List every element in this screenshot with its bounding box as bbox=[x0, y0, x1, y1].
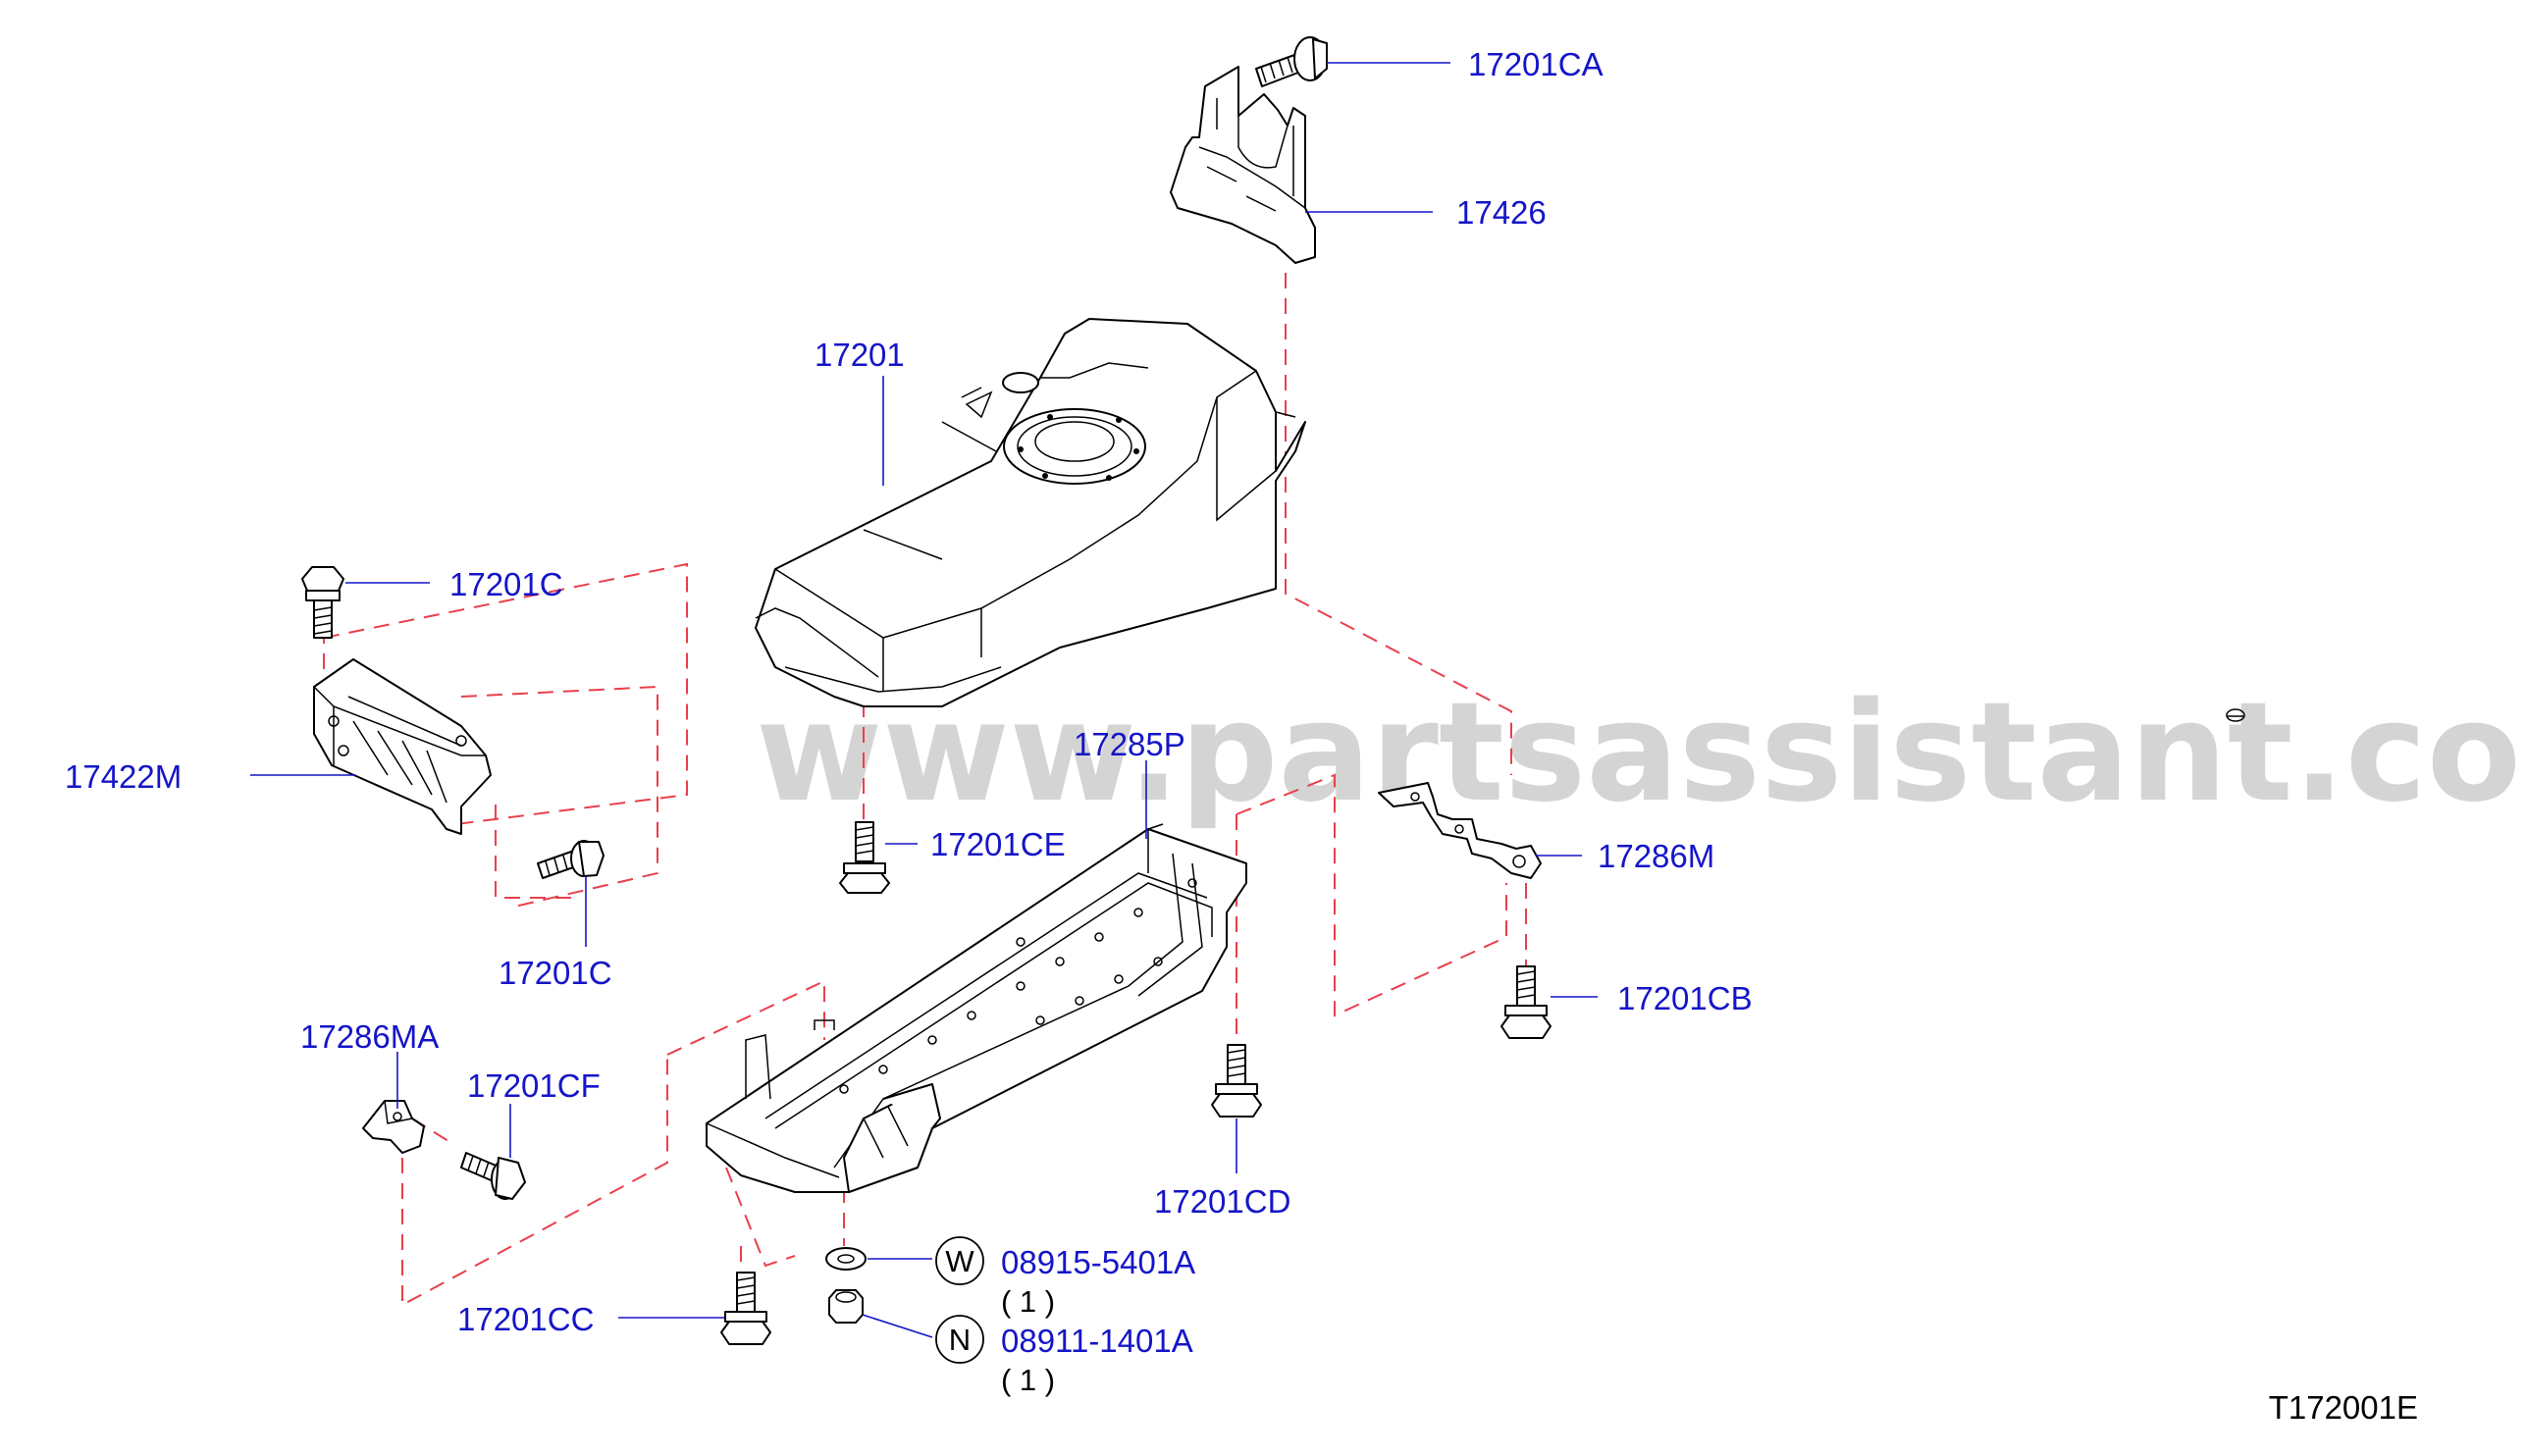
washer-08915-drawing bbox=[825, 1247, 867, 1271]
label-17201CA[interactable]: 17201CA bbox=[1468, 46, 1604, 82]
bolt-17201CD-drawing bbox=[1211, 1044, 1262, 1118]
symbol-circle-n bbox=[935, 1315, 984, 1364]
part-labels: 17201CA 17426 17201 17201C 17422M 17201C… bbox=[65, 46, 2418, 1426]
dash-17285P-right bbox=[1236, 773, 1507, 1017]
label-17286MA[interactable]: 17286MA bbox=[300, 1018, 439, 1055]
leader-08911 bbox=[862, 1314, 933, 1338]
symbol-w: W bbox=[945, 1244, 974, 1278]
qty-08911: ( 1 ) bbox=[1001, 1363, 1055, 1397]
label-08911[interactable]: 08911-1401A bbox=[1001, 1323, 1193, 1359]
bracket-17422M-drawing bbox=[313, 658, 492, 835]
watermark-text: www.partsassistant.com bbox=[756, 673, 2525, 833]
label-17286M[interactable]: 17286M bbox=[1598, 838, 1714, 874]
bolt-17201CB-drawing bbox=[1500, 965, 1552, 1039]
bolt-17201C-top-drawing bbox=[301, 566, 344, 639]
bracket-17286MA-drawing bbox=[362, 1100, 425, 1154]
bolt-17201CC-drawing bbox=[720, 1272, 771, 1345]
label-17422M[interactable]: 17422M bbox=[65, 758, 182, 795]
label-17201[interactable]: 17201 bbox=[815, 337, 905, 373]
dash-bracket-left-top bbox=[323, 562, 688, 825]
label-17201CF[interactable]: 17201CF bbox=[467, 1067, 601, 1104]
leader-lines bbox=[250, 62, 1598, 1338]
bolt-17201CA-drawing bbox=[1255, 36, 1328, 87]
label-17201C-bot[interactable]: 17201C bbox=[499, 955, 612, 991]
label-17201CD[interactable]: 17201CD bbox=[1154, 1183, 1290, 1220]
bolt-17201CF-drawing bbox=[460, 1152, 526, 1200]
label-17201CB[interactable]: 17201CB bbox=[1617, 980, 1753, 1016]
bolt-17201C-bot-drawing bbox=[537, 840, 605, 879]
dash-17426-tank bbox=[1285, 273, 1512, 775]
label-17201C-top[interactable]: 17201C bbox=[449, 566, 563, 602]
clip-icon bbox=[2226, 708, 2245, 722]
nut-08911-drawing bbox=[828, 1289, 864, 1324]
bolt-17201CE-drawing bbox=[839, 821, 890, 894]
fuel-tank-17201-drawing bbox=[755, 318, 1306, 707]
label-17201CC[interactable]: 17201CC bbox=[457, 1301, 594, 1337]
dash-bracket-left-mid bbox=[460, 685, 658, 909]
dash-front-corner bbox=[725, 1167, 796, 1268]
label-17285P[interactable]: 17285P bbox=[1074, 726, 1185, 762]
symbol-circle-w bbox=[935, 1236, 984, 1285]
label-08915[interactable]: 08915-5401A bbox=[1001, 1244, 1195, 1280]
label-17426[interactable]: 17426 bbox=[1456, 194, 1547, 231]
protector-17285P-drawing bbox=[706, 823, 1247, 1193]
diagram-code: T172001E bbox=[2269, 1389, 2418, 1426]
label-17201CE[interactable]: 17201CE bbox=[930, 826, 1066, 862]
bracket-17286M-drawing bbox=[1378, 782, 1542, 879]
qty-08915: ( 1 ) bbox=[1001, 1284, 1055, 1319]
bracket-17426-drawing bbox=[1170, 66, 1316, 264]
dash-bracket-left-low bbox=[495, 805, 579, 899]
symbol-n: N bbox=[949, 1323, 971, 1357]
